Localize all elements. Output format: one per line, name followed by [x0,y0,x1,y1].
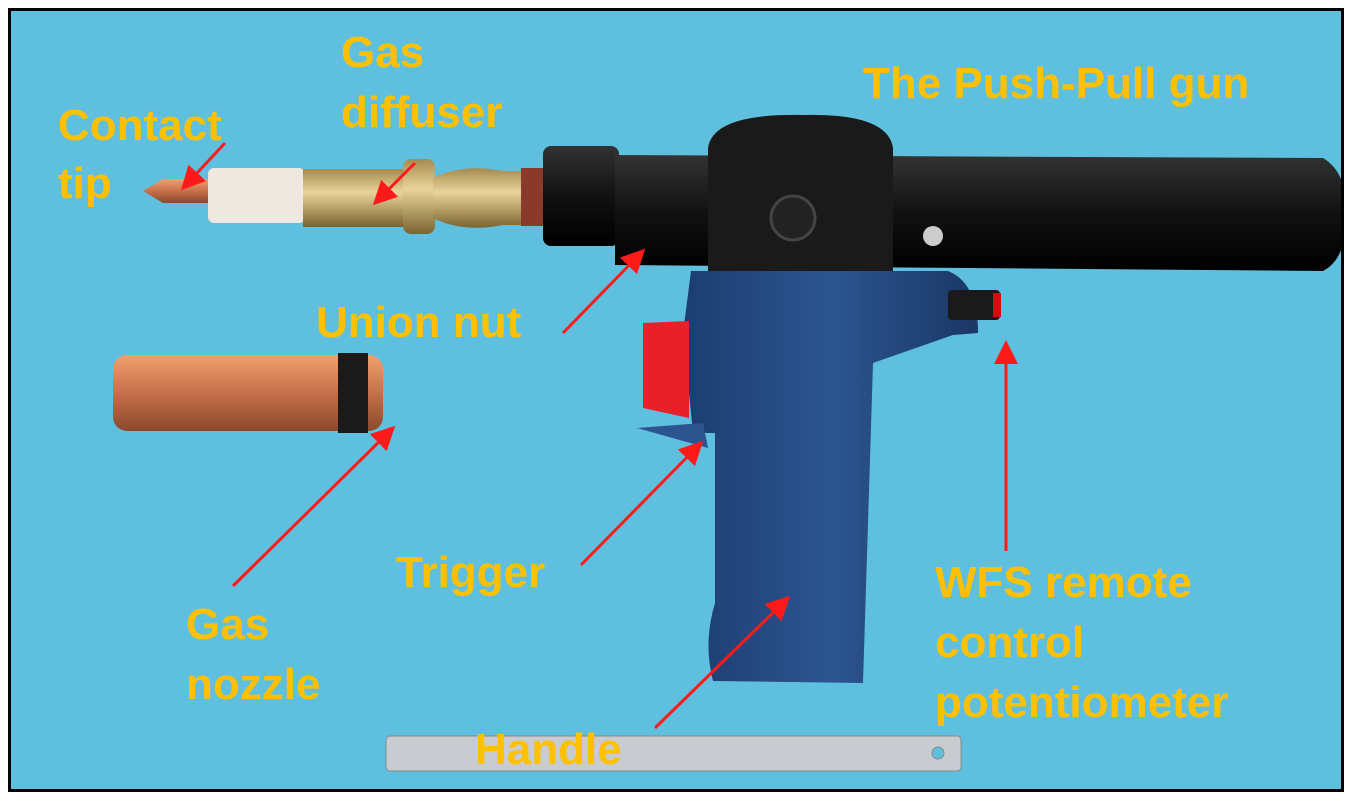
label-line: control [935,618,1085,667]
label-gas-nozzle: Gas nozzle [186,595,320,715]
union-nut-part [543,146,619,246]
arrow-trigger [579,440,704,567]
ruler [385,735,962,772]
label-line: diffuser [341,88,503,137]
arrow-gas-diffuser [372,161,417,206]
label-trigger: Trigger [396,548,546,597]
annotated-photo: Contact tip Gas diffuser The Push-Pull gun… [8,8,1344,792]
label-contact-tip: Contact tip [58,97,222,213]
label-line: Gas [341,28,425,77]
label-gas-diffuser: Gas diffuser [341,23,502,143]
label-line: Gas [186,600,270,649]
arrow-contact-tip [180,141,227,191]
title: The Push-Pull gun [863,59,1250,108]
arrow-union-nut [561,248,646,335]
arrows [180,141,1018,730]
label-line: tip [58,159,112,208]
arrow-handle [653,595,791,730]
label-line: Contact [58,101,222,150]
label-line: nozzle [186,660,321,709]
label-line: potentiometer [935,678,1229,727]
gas-nozzle-part [113,353,383,433]
ceramic-insulator [208,168,305,223]
label-wfs: WFS remote control potentiometer [935,553,1228,733]
label-union-nut: Union nut [316,298,522,347]
photo-illustration [113,114,1341,772]
label-line: WFS remote [935,558,1192,607]
gas-diffuser-part [303,159,547,234]
label-handle: Handle [475,725,622,774]
gun-body [615,114,1341,275]
arrow-gas-nozzle [231,425,396,588]
